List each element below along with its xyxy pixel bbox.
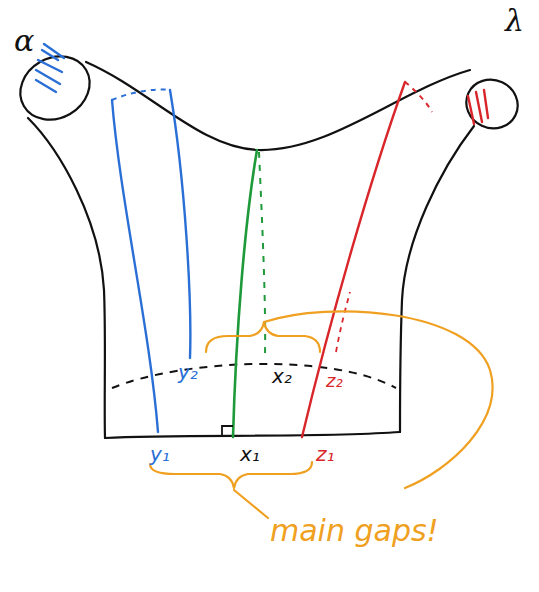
curve-y2 xyxy=(170,90,190,358)
top-curve xyxy=(86,62,470,150)
left-cuff xyxy=(9,44,101,132)
right-cuff xyxy=(458,71,525,136)
curve-z1 xyxy=(302,82,405,437)
right-side xyxy=(400,126,474,432)
leader-line xyxy=(264,311,493,488)
point-label: y₁ xyxy=(150,444,170,464)
note-label: main gaps! xyxy=(270,516,439,546)
point-label: z₁ xyxy=(316,444,335,464)
hatching xyxy=(36,44,64,92)
point-label: x₁ xyxy=(240,444,260,464)
point-label: x₂ xyxy=(272,366,292,386)
right-angle-mark xyxy=(222,426,233,437)
boundary-label: λ xyxy=(505,6,524,36)
point-label: z₂ xyxy=(326,372,343,390)
rim-front xyxy=(105,432,400,438)
curve-x1 xyxy=(233,150,257,437)
curve-back xyxy=(405,82,432,112)
curve-back xyxy=(112,89,170,100)
left-side xyxy=(28,118,105,438)
curve-y1 xyxy=(112,100,158,432)
brace xyxy=(206,322,320,352)
leader-line xyxy=(234,490,268,518)
boundary-label: α xyxy=(14,26,34,56)
hatching xyxy=(468,90,488,124)
curve-z2 xyxy=(336,292,350,352)
rim-back xyxy=(112,364,396,388)
brace xyxy=(150,462,312,488)
point-label: y₂ xyxy=(178,362,198,382)
